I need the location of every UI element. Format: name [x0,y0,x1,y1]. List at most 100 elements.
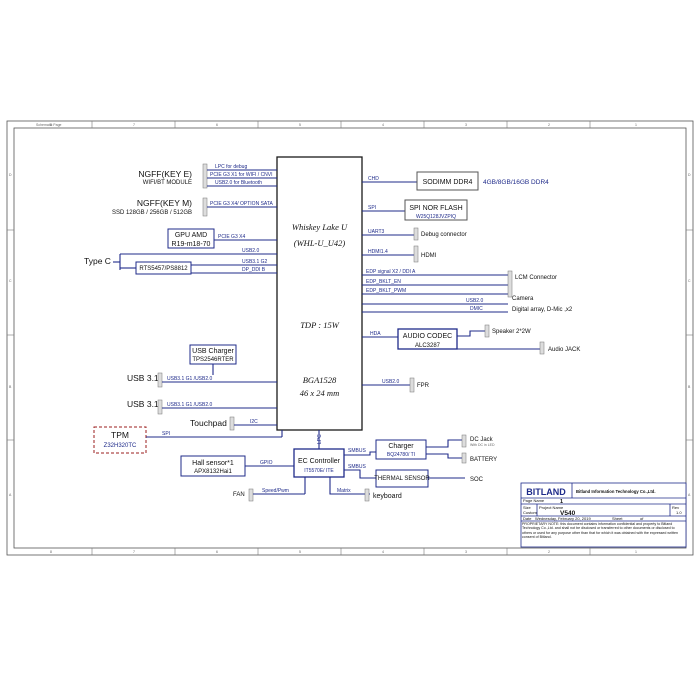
wire-smbus-charger [344,451,376,456]
hall-sub: APX8132Hai1 [194,469,232,475]
col-top-1: 1 [635,123,637,127]
sig-fpr: USB2.0 [382,379,399,385]
charger-title: Charger [388,443,414,450]
col-top-4: 4 [382,123,384,127]
hall-title: Hall sensor*1 [192,460,234,467]
codec-title: AUDIO CODEC [403,333,452,340]
sig-edp-pwm: EDP_BKLT_PWM [366,288,406,294]
fan-label: FAN [233,492,245,498]
wire-battery [426,453,462,459]
sig-dmic: DMIC [470,306,483,312]
sig-gpio: GPIO [260,460,273,466]
sig-i2c: I2C [250,419,258,425]
sig-lpc-ec: LPC [317,434,323,444]
lcm-connector [507,270,513,298]
codec-sub: ALC3287 [415,343,441,349]
debug-group: UART3 Debug connector [362,227,467,241]
ngff-e-sub: WIFI/BT MODULE [143,180,192,186]
size-value: Custom [523,510,537,515]
col-top-5: 5 [299,123,301,127]
mem-sizes: 4GB/8GB/16GB DDR4 [483,179,549,186]
flash-title: SPI NOR FLASH [409,205,462,212]
keyboard-connector [364,488,370,502]
retimer-box [135,261,192,275]
gpu-sub: R19-m18-70 [172,241,211,248]
cpu-code: (WHL-U_U42) [294,238,346,248]
tpm-box [93,426,147,454]
keyboard-label: keyboard [373,493,402,500]
ec-title: EC Controller [298,458,341,465]
row-left-c: C [9,279,12,283]
cpu-size: 46 x 24 mm [300,388,339,398]
sig-smbus-1: SMBUS [348,448,366,454]
cpu-block [276,156,363,431]
sig-edp-x2: EDP signal X2 / DDI A [366,269,416,275]
ngff-key-m-group: NGFF(KEY M) SSD 128GB / 256GB / 512GB PC… [112,197,277,217]
col-top-6: 6 [216,123,218,127]
usb31-b-connector [157,399,163,415]
sig-spi-flash: SPI [368,205,376,211]
debug-connector [413,227,419,241]
cpu-tdp: TDP : 15W [300,320,339,330]
col-bottom-5: 5 [299,550,301,554]
col-top-3: 3 [465,123,467,127]
company-logo: BITLAND [526,487,566,497]
company-name: Bitland Information Technology Co.,Ltd. [576,489,655,494]
row-left-a: A [9,493,12,497]
cpu-package: BGA1528 [303,375,337,385]
battery-label: BATTERY [470,457,497,463]
sig-smbus-2: SMBUS [348,464,366,470]
ngff-m-title: NGFF(KEY M) [137,198,192,208]
gpu-title: GPU AMD [175,232,207,239]
wire-smbus-thermal [344,469,376,479]
sig-pcie-gpu: PCIE G3 X4 [218,234,245,240]
gpu-box [167,228,215,249]
sodimm-box [416,171,479,191]
flash-sub: W25Q128JVZPIQ [416,214,456,220]
col-bottom-1: 1 [635,550,637,554]
usb31-a-group: USB 3.1 USB3.1 G1 /USB2.0 [127,372,277,388]
usb31-b-label: USB 3.1 [127,399,159,409]
sig-lpc: LPC for debug [215,164,247,170]
sig-pcie-ssd: PCIE G3 X4/ OPTION SATA [210,201,274,207]
sodimm-label: SODIMM DDR4 [423,179,473,186]
debug-label: Debug connector [421,232,467,238]
touchpad-connector [229,416,235,431]
col-top-8: 8 [50,123,52,127]
dc-jack-connector [461,434,467,448]
typec-label: Type C [84,256,111,266]
usb-charger-title: USB Charger [192,348,234,355]
col-top-7: 7 [133,123,135,127]
hdmi-group: HDMI1.4 HDMI [362,245,437,263]
col-top-2: 2 [548,123,550,127]
ngff-e-connector [202,163,208,189]
flash-box [404,199,468,221]
sig-hdmi: HDMI1.4 [368,249,388,255]
col-bottom-4: 4 [382,550,384,554]
sig-usb31-g2: USB3.1 G2 [242,259,268,265]
ngff-key-e-group: NGFF(KEY E) WIFI/BT MODULE LPC for debug… [138,163,277,189]
hdmi-connector [413,245,419,263]
cpu-name: Whiskey Lake U [292,222,348,232]
sig-uart: UART3 [368,229,385,235]
charger-box [375,439,427,460]
row-right-a: A [688,493,691,497]
size-label: Size [523,505,532,510]
col-bottom-6: 6 [216,550,218,554]
row-right-b: B [688,385,691,389]
ngff-m-sub: SSD 128GB / 256GB / 512GB [112,210,192,216]
frame-ticks: 8 7 6 5 4 3 2 1 8 7 6 5 4 3 2 1 D C B A … [7,121,693,555]
lcm-group: EDP signal X2 / DDI A EDP_BKLT_EN EDP_BK… [362,269,573,313]
fpr-label: FPR [417,383,430,389]
touchpad-label: Touchpad [190,418,227,428]
sig-usb20-camera: USB2.0 [466,298,483,304]
wire-matrix [329,477,370,495]
fpr-connector [409,377,415,393]
memory-group: CHD SODIMM DDR4 4GB/8GB/16GB DDR4 [362,171,549,191]
usb-charger-sub: TPS2546RTER [192,357,234,363]
sig-hda: HDA [370,331,381,337]
col-bottom-8: 8 [50,550,52,554]
drawing-inner-frame [13,127,687,549]
dc-jack-sub: With DC in LED [470,443,495,447]
